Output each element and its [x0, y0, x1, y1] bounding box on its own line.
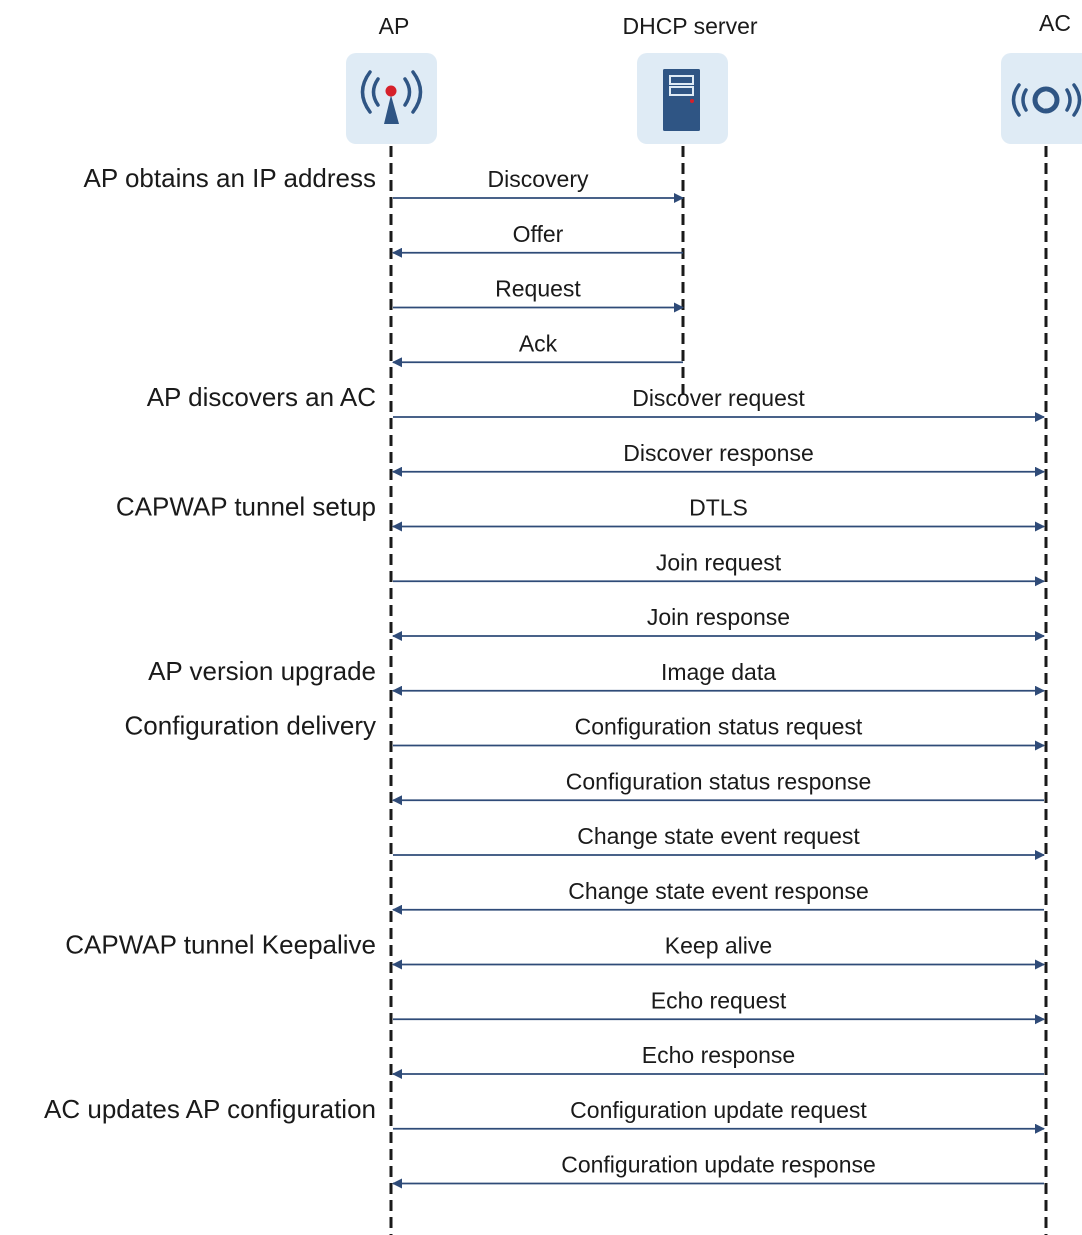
message-label: Join response — [647, 604, 790, 630]
message-label: Join request — [656, 549, 782, 575]
participant-ac: AC — [1001, 10, 1082, 144]
message-label: Echo request — [651, 987, 787, 1013]
phase-label: AP discovers an AC — [147, 382, 376, 412]
message-label: Change state event request — [577, 823, 860, 849]
phase-label: AP version upgrade — [148, 656, 376, 686]
message-label: Image data — [661, 659, 776, 685]
message-label: Change state event response — [568, 878, 868, 904]
message-label: DTLS — [689, 495, 748, 521]
participant-ap-name: AP — [379, 13, 410, 39]
message-label: Discover request — [632, 385, 805, 411]
wireless-controller-icon — [1011, 83, 1082, 117]
participant-ac-name: AC — [1039, 10, 1071, 36]
message-label: Discover response — [623, 440, 813, 466]
phase-label: Configuration delivery — [125, 711, 376, 741]
message-label: Offer — [513, 221, 564, 247]
message-label: Request — [495, 276, 581, 302]
message-label: Keep alive — [665, 933, 772, 959]
message-label: Echo response — [642, 1042, 795, 1068]
phase-label: CAPWAP tunnel Keepalive — [65, 930, 376, 960]
participant-ap: AP — [346, 13, 437, 144]
phase-labels: AP obtains an IP address AP discovers an… — [44, 163, 376, 1124]
phase-label: CAPWAP tunnel setup — [116, 492, 376, 522]
server-icon — [663, 69, 700, 131]
message-label: Discovery — [488, 166, 589, 192]
message-label: Configuration update request — [570, 1097, 867, 1123]
phase-label: AP obtains an IP address — [84, 163, 376, 193]
message-label: Configuration status request — [575, 714, 863, 740]
message-label: Configuration status response — [566, 768, 872, 794]
wireless-antenna-icon — [360, 70, 423, 124]
message-label: Configuration update response — [561, 1152, 876, 1178]
phase-label: AC updates AP configuration — [44, 1094, 376, 1124]
participant-dhcp: DHCP server — [622, 13, 758, 144]
participant-dhcp-name: DHCP server — [622, 13, 757, 39]
message-label: Ack — [519, 330, 558, 356]
